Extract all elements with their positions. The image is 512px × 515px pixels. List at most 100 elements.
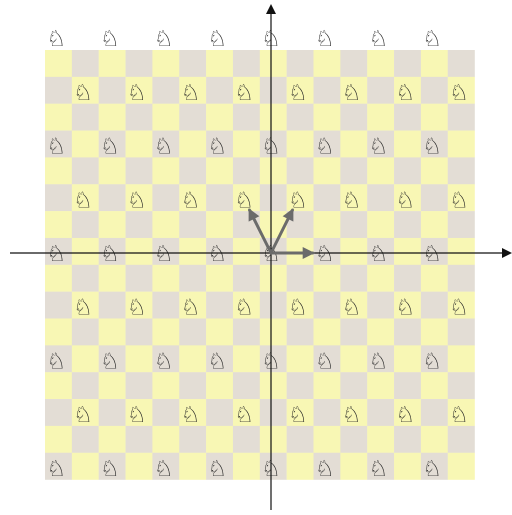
board-square [367, 76, 395, 104]
board-square [313, 211, 341, 239]
board-square [420, 264, 448, 292]
board-square [447, 157, 475, 185]
board-square [394, 452, 422, 480]
basis-vector-arrow [248, 208, 273, 255]
board-square [179, 157, 207, 185]
board-square [367, 237, 395, 265]
board-square [420, 237, 448, 265]
board-square [179, 211, 207, 239]
board-square [447, 291, 475, 319]
board-square [45, 130, 73, 158]
board-square [286, 50, 314, 78]
board-square [313, 184, 341, 212]
board-square [206, 399, 234, 427]
board-square [394, 103, 422, 131]
knight-piece: ♘ [395, 403, 415, 428]
board-square [125, 318, 153, 346]
board-square [45, 211, 73, 239]
board-square [125, 425, 153, 453]
board-square [179, 237, 207, 265]
board-square [420, 76, 448, 104]
board-square [232, 372, 260, 400]
board-square [367, 452, 395, 480]
board-square [71, 184, 99, 212]
board-square [98, 50, 126, 78]
board-square [206, 318, 234, 346]
board-square [152, 130, 180, 158]
board-square [394, 211, 422, 239]
board-square [286, 291, 314, 319]
board-square [152, 399, 180, 427]
knight-piece: ♘ [395, 188, 415, 213]
board-square [447, 211, 475, 239]
board-square [206, 452, 234, 480]
board-square [367, 345, 395, 373]
board-square [152, 237, 180, 265]
knight-piece: ♘ [422, 242, 442, 267]
board-square [367, 211, 395, 239]
knight-piece: ♘ [369, 242, 389, 267]
board-square [232, 50, 260, 78]
board-square [394, 157, 422, 185]
board-square [152, 264, 180, 292]
knight-piece: ♘ [154, 349, 174, 374]
knight-piece: ♘ [100, 242, 120, 267]
knight-piece: ♘ [181, 403, 201, 428]
board-square [98, 425, 126, 453]
board-square [367, 291, 395, 319]
knight-piece: ♘ [73, 403, 93, 428]
board-square [179, 130, 207, 158]
board-square [232, 425, 260, 453]
board-square [394, 130, 422, 158]
knight-piece: ♘ [207, 135, 227, 160]
board-square [232, 76, 260, 104]
board-square [98, 237, 126, 265]
knight-piece: ♘ [315, 242, 335, 267]
board-square [313, 157, 341, 185]
knight-piece: ♘ [395, 296, 415, 321]
board-square [340, 211, 368, 239]
knight-piece: ♘ [127, 296, 147, 321]
board-square [125, 76, 153, 104]
board-square [286, 425, 314, 453]
board-square [71, 157, 99, 185]
board-square [98, 291, 126, 319]
knight-piece: ♘ [342, 188, 362, 213]
knight-piece: ♘ [449, 403, 469, 428]
board-square [232, 157, 260, 185]
board-square [420, 399, 448, 427]
board-square [45, 103, 73, 131]
board-square [447, 237, 475, 265]
board-square [45, 399, 73, 427]
board-square [394, 291, 422, 319]
board-square [286, 130, 314, 158]
board-square [394, 372, 422, 400]
board-square [206, 425, 234, 453]
board-square [125, 372, 153, 400]
knight-piece: ♘ [449, 296, 469, 321]
board-square [98, 103, 126, 131]
board-square [367, 399, 395, 427]
board-square [340, 264, 368, 292]
board-square [340, 399, 368, 427]
board-square [179, 76, 207, 104]
knight-piece: ♘ [315, 135, 335, 160]
board-square [420, 345, 448, 373]
board-square [125, 184, 153, 212]
knight-piece: ♘ [154, 135, 174, 160]
knight-piece: ♘ [73, 81, 93, 106]
knight-piece: ♘ [288, 296, 308, 321]
knight-piece: ♘ [422, 27, 442, 52]
board-square [152, 103, 180, 131]
knight-piece: ♘ [288, 188, 308, 213]
board-square [259, 184, 287, 212]
board-square [340, 76, 368, 104]
knight-piece: ♘ [315, 349, 335, 374]
knight-piece: ♘ [369, 349, 389, 374]
board-square [420, 291, 448, 319]
board-square [340, 130, 368, 158]
board-square [206, 103, 234, 131]
board-square [394, 264, 422, 292]
board-square [286, 452, 314, 480]
board-square [71, 237, 99, 265]
